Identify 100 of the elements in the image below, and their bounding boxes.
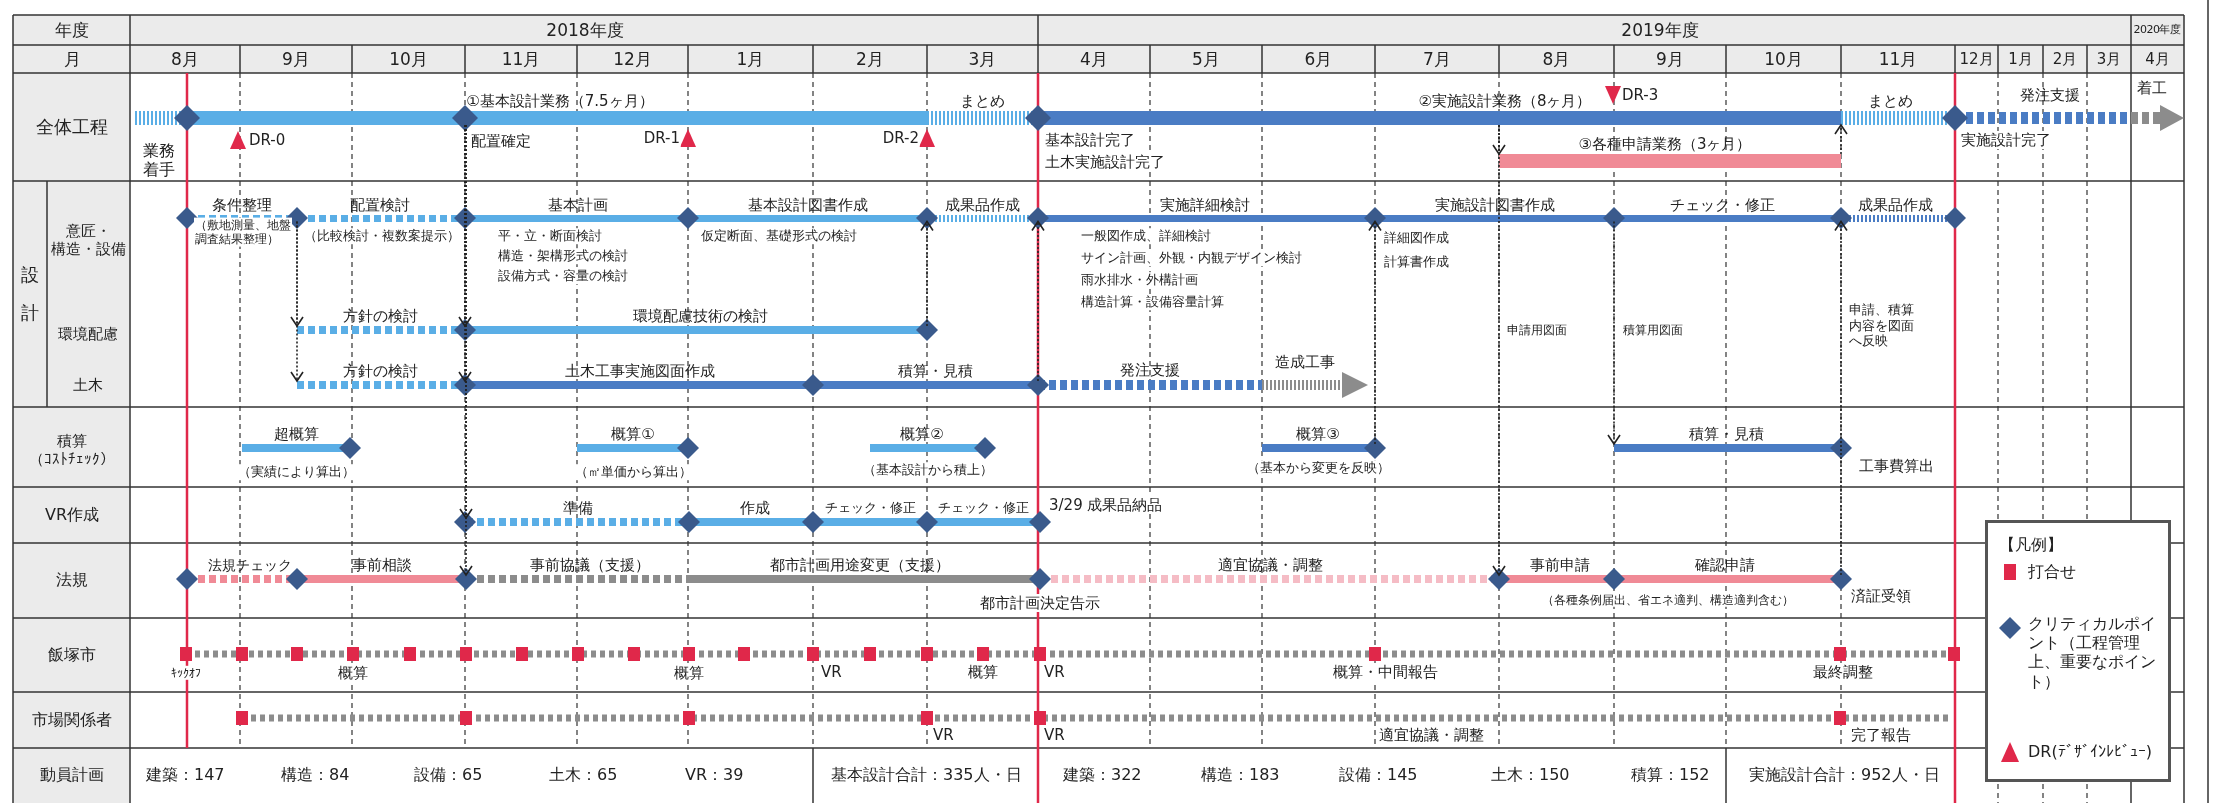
- row-label: 飯塚市: [48, 645, 96, 665]
- task-label: 発注支援: [2020, 86, 2080, 104]
- month-label: 9月: [1656, 48, 1684, 70]
- task-label: 成果品作成: [944, 195, 1020, 214]
- task-label: 土木工事実施図面作成: [565, 362, 715, 380]
- month-label: 5月: [1192, 48, 1220, 70]
- milestone-label: 土木実施設計完了: [1044, 153, 1166, 171]
- milestone-label: 基本設計完了: [1044, 131, 1136, 149]
- dependency-arrow: [1492, 124, 1506, 576]
- task-label: 事前相談: [352, 556, 412, 574]
- dependency-arrow: [1607, 220, 1621, 445]
- note-text: 積算用図面: [1622, 322, 1684, 338]
- task-label: 環境配慮技術の検討: [632, 307, 768, 325]
- month-label: 1月: [736, 48, 765, 70]
- note-text: 雨水排水・外構計画: [1080, 272, 1199, 288]
- task-label: 積算・見積: [897, 362, 973, 380]
- meeting-label: 最終調整: [1812, 663, 1874, 681]
- staffing-text: 実施設計合計：952人・日: [1748, 765, 1941, 785]
- task-label: 発注支援: [1120, 361, 1180, 379]
- milestone-label: 配置確定: [470, 132, 532, 150]
- task-label: 概算②: [900, 425, 944, 443]
- dependency-arrow: [1834, 124, 1848, 155]
- note-text: 平・立・断面検討: [497, 228, 603, 244]
- month-label: 3月: [968, 48, 997, 70]
- task-label: 条件整理: [212, 195, 272, 214]
- month-label: 12月: [1959, 50, 1994, 68]
- task-label: まとめ: [1867, 92, 1913, 110]
- staffing-text: 構造：183: [1200, 765, 1281, 785]
- task-label: 実施設計図書作成: [1435, 195, 1555, 214]
- task-label: チェック・修正: [937, 500, 1029, 516]
- dependency-arrow: [1031, 220, 1045, 382]
- meeting-label: 概算: [673, 664, 705, 682]
- task-label: 事前申請: [1530, 556, 1590, 574]
- task-label: 超概算: [273, 425, 319, 443]
- note-text: サイン計画、外観・内観デザイン検討: [1080, 250, 1303, 266]
- dependency-arrow: [1834, 220, 1848, 576]
- note-text: 計算書作成: [1383, 254, 1450, 270]
- month-label: 3月: [2096, 50, 2122, 68]
- staffing-text: 積算：152: [1630, 765, 1711, 785]
- task-label: ②実施設計業務（8ヶ月）: [1418, 92, 1592, 110]
- month-label: 1月: [2008, 50, 2033, 68]
- year-label: 2018年度: [546, 19, 624, 41]
- task-label: 準備: [563, 499, 593, 517]
- meeting-label: 完了報告: [1850, 726, 1912, 744]
- legend-text: クリティカルポイント（工程管理上、重要なポイント）: [2028, 614, 2157, 691]
- meeting-label: ｷｯｸｵﾌ: [170, 665, 202, 681]
- task-label: 適宜協議・調整: [1217, 556, 1323, 574]
- year-label: 年度: [55, 19, 89, 41]
- task-label: 概算③: [1296, 425, 1340, 443]
- task-label: 法規チェック: [208, 556, 292, 574]
- legend-text: DR(ﾃﾞｻﾞｲﾝﾚﾋﾞｭｰ): [2028, 742, 2152, 762]
- month-label: 11月: [1878, 48, 1918, 70]
- month-label: 4月: [2145, 50, 2170, 68]
- row-label: VR作成: [44, 505, 100, 525]
- meeting-label: 概算: [337, 664, 369, 682]
- task-label: 基本設計図書作成: [748, 195, 868, 214]
- month-label: 月: [63, 48, 81, 70]
- milestone-label: DR-2: [881, 129, 920, 147]
- note-text: 一般図作成、詳細検討: [1080, 228, 1212, 244]
- task-label: 事前協議（支援）: [530, 556, 650, 574]
- staffing-text: 建築：147: [145, 765, 226, 785]
- year-label: 2019年度: [1621, 19, 1699, 41]
- month-label: 2月: [2052, 50, 2078, 68]
- month-label: 2月: [856, 48, 884, 70]
- note-text: 済証受領: [1850, 587, 1912, 605]
- meeting-label: 概算・中間報告: [1331, 663, 1439, 681]
- row-label: 市場関係者: [32, 710, 112, 730]
- task-label: 確認申請: [1695, 556, 1755, 574]
- milestone-label: DR-1: [642, 129, 681, 147]
- task-label: 都市計画用途変更（支援）: [770, 556, 950, 574]
- legend-text: 打合せ: [2028, 562, 2076, 582]
- row-label: 設計: [20, 263, 40, 325]
- note-text: （実績により算出）: [236, 464, 356, 480]
- task-label: 積算・見積: [1688, 425, 1764, 443]
- staffing-text: 基本設計合計：335人・日: [830, 765, 1023, 785]
- task-label: 実施詳細検討: [1160, 195, 1250, 214]
- note-text: 3/29 成果品納品: [1048, 496, 1164, 514]
- task-label: 作成: [740, 499, 770, 517]
- dependency-arrow: [458, 124, 472, 382]
- staffing-text: 設備：65: [413, 765, 484, 785]
- milestone-label: 着工: [2136, 79, 2168, 97]
- month-label: 12月: [613, 48, 652, 70]
- row-label: 動員計画: [40, 765, 104, 785]
- note-text: 都市計画決定告示: [979, 594, 1101, 612]
- month-label: 8月: [1542, 48, 1571, 70]
- note-text: 設備方式・容量の検討: [497, 268, 629, 284]
- note-text: 仮定断面、基礎形式の検討: [700, 228, 858, 244]
- year-label: 2020年度: [2133, 23, 2181, 37]
- task-label: チェック・修正: [1669, 195, 1775, 214]
- task-label: 成果品作成: [1857, 195, 1933, 214]
- task-label: 方針の検討: [342, 307, 418, 325]
- dependency-arrow: [920, 220, 934, 327]
- month-label: 9月: [282, 48, 310, 70]
- dependency-arrow: [290, 220, 304, 382]
- milestone-label: 業務着手: [140, 140, 178, 180]
- month-label: 11月: [501, 48, 541, 70]
- meeting-label: 適宜協議・調整: [1378, 726, 1485, 744]
- note-text: （敷地測量、地盤調査結果整理）: [194, 217, 292, 247]
- task-label: 造成工事: [1275, 353, 1335, 371]
- note-text: 申請用図面: [1506, 322, 1568, 338]
